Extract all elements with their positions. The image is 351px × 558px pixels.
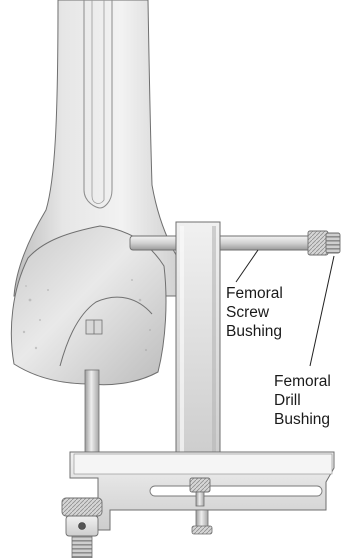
femoral-drill-guide-arm xyxy=(176,222,220,458)
label-line: Bushing xyxy=(226,322,283,341)
drill-bushing-leader xyxy=(310,256,334,366)
screw-bushing-leader xyxy=(236,250,258,282)
label-line: Femoral xyxy=(226,284,283,303)
label-line: Bushing xyxy=(274,410,331,429)
label-femoral-drill-bushing: Femoral Drill Bushing xyxy=(274,372,331,429)
base-frame xyxy=(70,452,334,534)
threaded-handle xyxy=(62,498,102,558)
label-femoral-screw-bushing: Femoral Screw Bushing xyxy=(226,284,283,341)
guide-rod-lower xyxy=(85,370,99,460)
label-line: Femoral xyxy=(274,372,331,391)
label-line: Drill xyxy=(274,391,331,410)
label-line: Screw xyxy=(226,303,283,322)
